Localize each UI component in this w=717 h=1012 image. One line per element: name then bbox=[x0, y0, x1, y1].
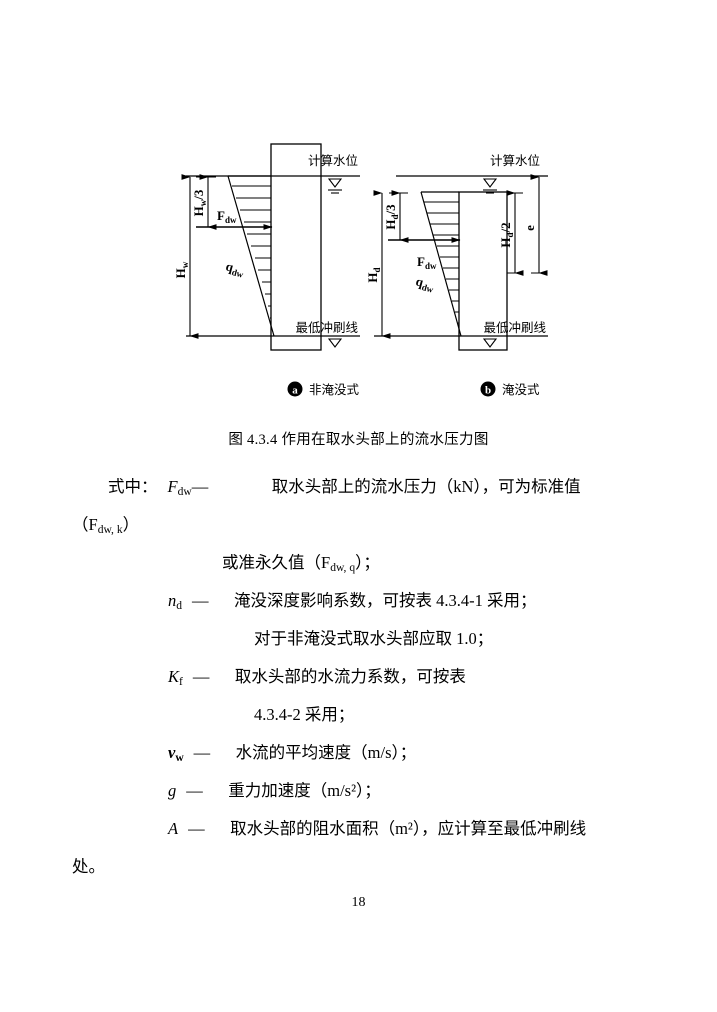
label-qdw-a: qdw bbox=[224, 258, 247, 279]
dash-g: — bbox=[186, 781, 203, 800]
definition-text-fdwq: 或准永久值（Fdw, q）； bbox=[222, 553, 380, 575]
pressure-slope-a bbox=[227, 175, 275, 337]
subfigure-a-title: 非淹没式 bbox=[309, 382, 360, 397]
figure-caption: 图 4.3.4 作用在取水头部上的流水压力图 bbox=[228, 432, 489, 448]
definition-line-kf: Kf — 取水头部的水流力系数，可按表 bbox=[72, 658, 652, 696]
label-hd-half-b: Hd/2 bbox=[498, 222, 515, 247]
definition-text-g: 重力加速度（m/s²）； bbox=[228, 781, 381, 800]
label-scour-line-b: 最低冲刷线 bbox=[483, 320, 546, 335]
subfigure-caption-b: b 淹没式 bbox=[480, 381, 540, 397]
definition-line-vw: νw — 水流的平均速度（m/s）； bbox=[72, 734, 652, 772]
definitions-intro-label: 式中： bbox=[108, 477, 158, 496]
symbol-nd: nd bbox=[168, 591, 183, 613]
definition-text-nd: 淹没深度影响系数，可按表 4.3.4-1 采用； bbox=[234, 591, 537, 610]
dash-fdw: — bbox=[191, 477, 209, 496]
definition-line-kf-cont: 4.3.4-2 采用； bbox=[72, 696, 652, 734]
definition-text-A: 取水头部的阻水面积（m²），应计算至最低冲刷线 bbox=[230, 819, 587, 838]
water-level-symbol-b bbox=[482, 178, 498, 194]
definition-text-vw: 水流的平均速度（m/s）； bbox=[235, 743, 417, 762]
definition-text-nd-cont: 对于非淹没式取水头部应取 1.0； bbox=[254, 629, 494, 648]
symbol-vw: νw bbox=[168, 743, 184, 765]
subfigure-caption-a: a 非淹没式 bbox=[287, 381, 360, 397]
definition-line-nd: nd — 淹没深度影响系数，可按表 4.3.4-1 采用； bbox=[72, 582, 652, 620]
definition-text-A-cont: 处。 bbox=[72, 857, 105, 876]
dash-vw: — bbox=[193, 743, 211, 762]
intake-structure-a bbox=[270, 143, 322, 351]
label-water-level-b: 计算水位 bbox=[490, 153, 540, 168]
intake-structure-b bbox=[458, 191, 508, 351]
definition-line-nd-cont: 对于非淹没式取水头部应取 1.0； bbox=[72, 620, 652, 658]
definition-line-fdwq: 或准永久值（Fdw, q）； bbox=[72, 544, 652, 582]
definition-line-A: A — 取水头部的阻水面积（m²），应计算至最低冲刷线 bbox=[72, 810, 652, 848]
subfigure-b-group: Hd/3 Hd Hd/2 e 计算水位 最低冲刷线 Fdw qdw b 淹没式 bbox=[365, 153, 548, 397]
symbol-A: A bbox=[168, 819, 179, 838]
svg-text:b: b bbox=[485, 385, 491, 397]
definition-text-fdw: 取水头部上的流水压力（kN），可为标准值 bbox=[271, 477, 581, 496]
label-e-b: e bbox=[522, 225, 537, 231]
pressure-distribution-b bbox=[424, 201, 459, 324]
water-level-symbol-a bbox=[327, 178, 343, 194]
definition-line-A-cont: 处。 bbox=[72, 848, 652, 886]
label-hw-a: Hw bbox=[173, 261, 190, 278]
label-qdw-b: qdw bbox=[414, 273, 437, 294]
pressure-distribution-a bbox=[232, 185, 271, 319]
definition-line-g: g — 重力加速度（m/s²）； bbox=[72, 772, 652, 810]
page-number: 18 bbox=[351, 895, 366, 910]
scour-level-symbol-b bbox=[482, 338, 498, 348]
definition-line-fdw: 式中： Fdw— 取水头部上的流水压力（kN），可为标准值 bbox=[72, 468, 652, 506]
dash-kf: — bbox=[192, 667, 210, 686]
label-hd-third-b: Hd/3 bbox=[383, 204, 400, 230]
symbol-g: g bbox=[168, 781, 177, 800]
label-scour-line-a: 最低冲刷线 bbox=[295, 320, 358, 335]
scour-level-symbol-a bbox=[327, 338, 343, 348]
subfigure-a-group: Hw/3 Hw Fdw qdw 计算水位 最低冲刷线 a 非淹没式 bbox=[173, 143, 360, 397]
symbol-kf: Kf bbox=[168, 667, 183, 689]
label-fdw-b: Fdw bbox=[417, 254, 437, 271]
symbol-fdw: Fdw bbox=[167, 477, 192, 499]
definitions-list: 式中：Fdw—取水头部上的流水压力（kN），可为标准值 （Fdw, k） 或准永… bbox=[72, 468, 652, 886]
dash-nd: — bbox=[192, 591, 209, 610]
subfigure-b-title: 淹没式 bbox=[502, 382, 540, 397]
label-fdw-a: Fdw bbox=[217, 208, 237, 225]
definition-text-kf-cont: 4.3.4-2 采用； bbox=[254, 705, 355, 724]
figure-diagram: Hw/3 Hw Fdw qdw 计算水位 最低冲刷线 a 非淹没式 bbox=[173, 143, 548, 397]
label-water-level-a: 计算水位 bbox=[308, 153, 358, 168]
definition-text-kf: 取水头部的水流力系数，可按表 bbox=[234, 667, 466, 686]
svg-text:a: a bbox=[292, 385, 298, 397]
label-hd-b: Hd bbox=[365, 267, 382, 282]
label-hw-third-a: Hw/3 bbox=[191, 189, 208, 216]
symbol-fdwk: （Fdw, k） bbox=[72, 515, 140, 537]
dash-A: — bbox=[188, 819, 205, 838]
figure-4-3-4: Hw/3 Hw Fdw qdw 计算水位 最低冲刷线 a 非淹没式 bbox=[0, 140, 717, 430]
definition-line-fdwk: （Fdw, k） bbox=[72, 506, 652, 544]
pressure-slope-b bbox=[420, 191, 462, 337]
